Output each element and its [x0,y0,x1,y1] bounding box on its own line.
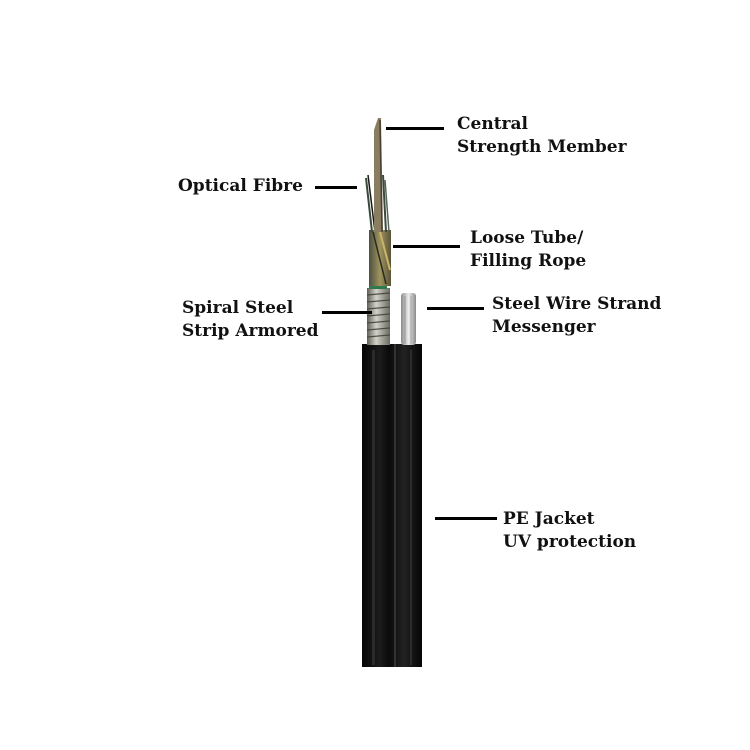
leader-central-strength-member [386,127,444,130]
label-line: Central [457,114,528,134]
label-line: Steel Wire Strand [492,294,662,314]
label-loose-tube-filling-rope: Loose Tube/ Filling Rope [470,227,586,273]
label-spiral-steel-strip-armored: Spiral Steel Strip Armored [182,297,318,343]
label-line: Filling Rope [470,251,587,271]
label-line: Messenger [492,317,596,337]
leader-spiral-steel [322,311,372,314]
label-line: Strip Armored [182,321,319,341]
leader-loose-tube [393,245,460,248]
pe-jacket [362,344,422,667]
label-line: Strength Member [457,137,627,157]
label-optical-fibre: Optical Fibre [178,175,303,198]
label-line: Optical Fibre [178,176,303,196]
steel-wire-messenger [401,293,416,345]
leader-steel-wire-messenger [427,307,484,310]
leader-optical-fibre [315,186,357,189]
label-line: Spiral Steel [182,298,294,318]
central-strength-member [374,118,383,233]
spiral-steel-armor [366,283,391,345]
optical-fibres [365,174,390,233]
leader-pe-jacket [435,517,497,520]
label-central-strength-member: Central Strength Member [457,113,627,159]
label-line: PE Jacket [503,509,595,529]
label-pe-jacket-uv-protection: PE Jacket UV protection [503,508,636,554]
label-steel-wire-strand-messenger: Steel Wire Strand Messenger [492,293,661,339]
label-line: UV protection [503,532,637,552]
loose-tube [369,230,391,286]
label-line: Loose Tube/ [470,228,584,248]
